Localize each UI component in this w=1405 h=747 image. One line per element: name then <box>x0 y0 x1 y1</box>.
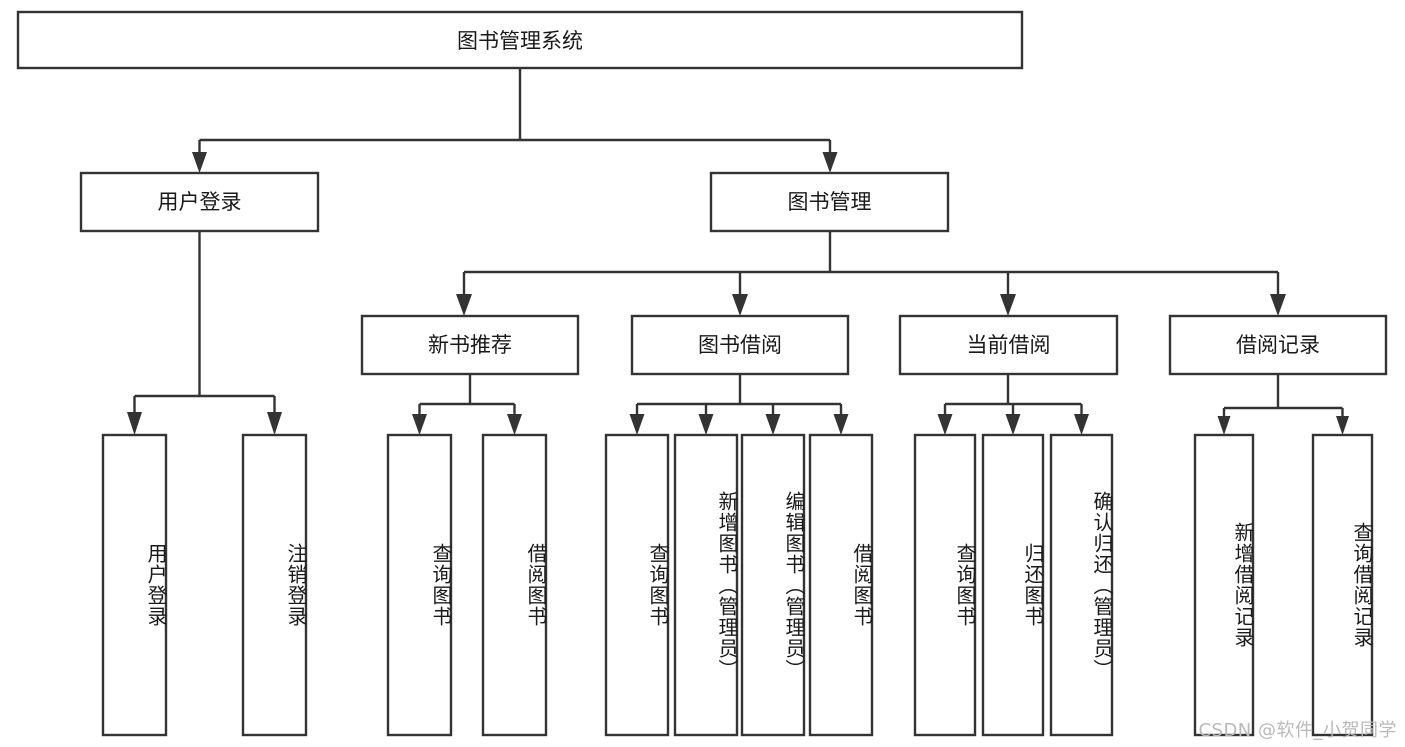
node-current-borrow-box[interactable] <box>898 314 1119 376</box>
arrow-head-leaf-query-book-2 <box>629 414 645 435</box>
node-new-book-rec-label: 新书推荐 <box>428 333 512 357</box>
arrow-head-book-manage <box>822 152 838 173</box>
node-book-manage-box[interactable] <box>709 171 950 233</box>
leaf-node-box[interactable] <box>386 433 453 737</box>
node-borrow-record-box[interactable] <box>1168 314 1388 376</box>
arrow-head-leaf-return-book <box>1005 414 1021 435</box>
leaf-node-box[interactable] <box>981 433 1045 737</box>
node-book-borrow[interactable]: 图书借阅 <box>630 314 850 376</box>
leaf-node-box[interactable] <box>1311 433 1374 737</box>
leaf-node-box[interactable] <box>101 433 168 737</box>
leaf-node-box[interactable] <box>808 433 874 737</box>
node-user-login-box[interactable] <box>79 171 320 233</box>
node-current-borrow[interactable]: 当前借阅 <box>898 314 1119 376</box>
node-book-manage[interactable]: 图书管理 <box>709 171 950 233</box>
arrow-head-leaf-add-record <box>1217 416 1231 435</box>
connector-group-book-manage <box>456 231 1286 316</box>
leaf-node-boxes <box>101 433 1374 737</box>
leaf-node-box[interactable] <box>1049 433 1114 737</box>
node-current-borrow-label: 当前借阅 <box>967 333 1051 357</box>
leaf-node-box[interactable] <box>604 433 670 737</box>
leaf-node-box[interactable] <box>673 433 739 737</box>
node-user-login[interactable]: 用户登录 <box>79 171 320 233</box>
arrow-head-current-borrow <box>1000 294 1016 316</box>
arrow-head-leaf-logout <box>267 412 282 435</box>
arrow-head-leaf-edit-book <box>765 414 781 435</box>
arrow-head-leaf-add-book <box>698 414 714 435</box>
arrow-head-leaf-confirm-return <box>1074 414 1089 435</box>
arrow-head-leaf-query-book-3 <box>937 414 953 435</box>
node-root-label: 图书管理系统 <box>457 29 583 53</box>
arrow-head-leaf-query-book-1 <box>412 414 427 435</box>
node-book-borrow-label: 图书借阅 <box>698 333 782 357</box>
arrow-head-book-borrow <box>732 294 748 316</box>
connector-group-root <box>192 68 838 173</box>
node-new-book-rec[interactable]: 新书推荐 <box>360 314 580 376</box>
leaf-node-box[interactable] <box>481 433 548 737</box>
arrow-head-new-book-rec <box>456 294 472 316</box>
arrow-head-leaf-user-login <box>127 412 142 435</box>
connector-group-current-borrow <box>937 374 1089 435</box>
node-borrow-record[interactable]: 借阅记录 <box>1168 314 1388 376</box>
node-book-borrow-box[interactable] <box>630 314 850 376</box>
connector-group-borrow-record <box>1217 374 1349 435</box>
leaf-node-box[interactable] <box>913 433 977 737</box>
arrow-head-leaf-borrow-book-1 <box>507 414 522 435</box>
node-borrow-record-label: 借阅记录 <box>1236 333 1320 357</box>
arrow-head-borrow-record <box>1270 294 1286 316</box>
arrow-head-leaf-query-record <box>1336 416 1349 435</box>
node-new-book-rec-box[interactable] <box>360 314 580 376</box>
connector-group-new-book-rec <box>412 374 522 435</box>
node-user-login-label: 用户登录 <box>158 190 242 214</box>
watermark: CSDN @软件_小贺同学 <box>1198 720 1397 741</box>
node-root[interactable]: 图书管理系统 <box>16 10 1024 70</box>
connector-group-user-login <box>127 231 282 435</box>
arrow-head-leaf-borrow-book-2 <box>833 414 849 435</box>
arrow-head-user-login <box>192 152 207 173</box>
leaf-node-box[interactable] <box>740 433 806 737</box>
node-book-manage-label: 图书管理 <box>788 190 872 214</box>
leaf-node-box[interactable] <box>1193 433 1255 737</box>
node-root-box[interactable] <box>16 10 1024 70</box>
connector-group-book-borrow <box>629 374 849 435</box>
leaf-node-box[interactable] <box>241 433 308 737</box>
